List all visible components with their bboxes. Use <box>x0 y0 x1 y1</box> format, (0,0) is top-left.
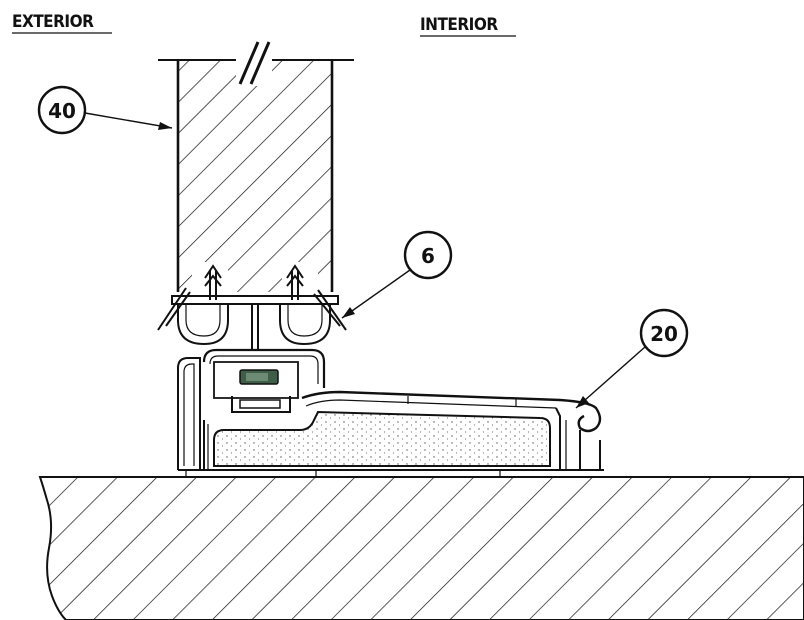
exterior-heading: EXTERIOR <box>12 12 112 34</box>
threshold-profile <box>177 348 604 477</box>
callout-40-leader <box>84 112 173 129</box>
door-leaf <box>158 41 354 294</box>
callout-6-label: 6 <box>421 244 435 268</box>
callout-40-circle <box>37 85 87 135</box>
callout-6-circle <box>403 230 453 280</box>
callout-20-label: 20 <box>650 322 678 346</box>
fastener-left <box>204 264 222 300</box>
door-bottom-seal <box>157 264 347 350</box>
callout-20-circle <box>639 308 689 358</box>
callout-40: 40 <box>37 85 173 135</box>
interior-heading: INTERIOR <box>420 15 516 37</box>
callout-20-leader <box>575 346 646 409</box>
exterior-label: EXTERIOR <box>12 12 94 32</box>
fastener-right <box>286 264 304 300</box>
callout-6: 6 <box>341 230 453 319</box>
callout-20: 20 <box>575 308 689 409</box>
floor-section <box>38 476 804 620</box>
interior-label: INTERIOR <box>420 15 498 35</box>
break-symbol <box>236 41 272 86</box>
callout-40-label: 40 <box>48 99 76 123</box>
callout-6-leader <box>341 269 411 319</box>
